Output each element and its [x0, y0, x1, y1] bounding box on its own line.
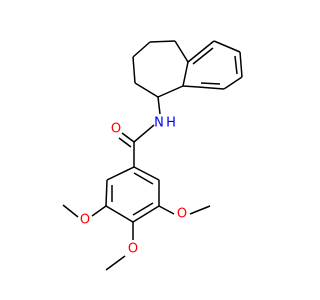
saturated-ring-bonds	[132, 40, 189, 98]
methoxy-oxygen-right-label: O	[177, 207, 187, 222]
methoxy-oxygen-left-label: O	[80, 213, 90, 228]
methoxy-bonds	[62, 204, 211, 271]
chemical-structure-diagram: O N H O O O	[62, 40, 243, 271]
fused-benzene-ring-bonds	[182, 40, 243, 90]
amide-nitrogen-label: N	[154, 116, 164, 131]
carbonyl-oxygen-label: O	[111, 122, 121, 137]
trimethoxyphenyl-ring-bonds	[105, 142, 160, 223]
methoxy-oxygen-bottom-label: O	[128, 242, 138, 257]
amide-hydrogen-label: H	[166, 116, 176, 131]
amide-bonds	[118, 96, 161, 148]
